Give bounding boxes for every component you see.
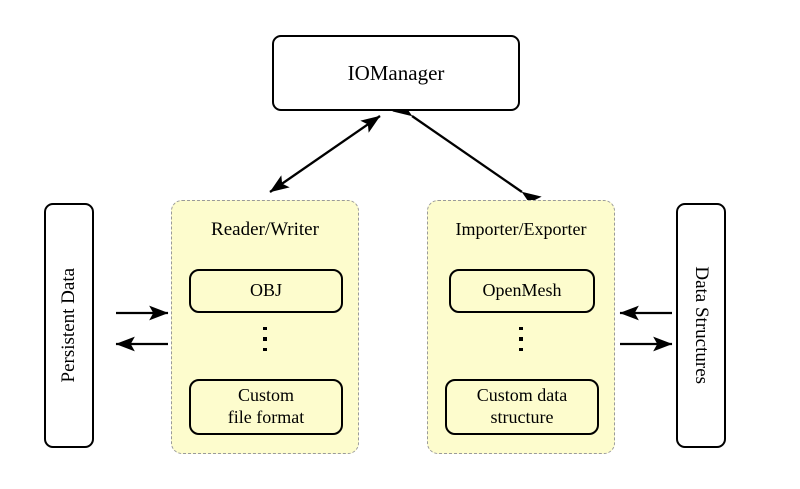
group-reader-writer[interactable]: Reader/Writer OBJ Custom file format	[171, 200, 359, 454]
node-custom-file-format[interactable]: Custom file format	[189, 379, 343, 435]
node-data-structures[interactable]: Data Structures	[676, 203, 726, 448]
node-obj[interactable]: OBJ	[189, 269, 343, 313]
connector-iomanager-importer-exporter	[392, 99, 542, 209]
node-custom-data-structure-line1: Custom data	[476, 385, 568, 406]
node-obj-label: OBJ	[249, 280, 282, 301]
node-openmesh-label: OpenMesh	[482, 280, 562, 301]
node-data-structures-label: Data Structures	[691, 266, 713, 385]
node-custom-data-structure[interactable]: Custom data structure	[445, 379, 599, 435]
node-custom-data-structure-line2: structure	[490, 407, 554, 427]
group-reader-writer-title: Reader/Writer	[211, 219, 319, 240]
group-importer-exporter-title: Importer/Exporter	[455, 219, 587, 239]
node-iomanager-label: IOManager	[347, 60, 445, 85]
node-persistent-data[interactable]: Persistent Data	[44, 203, 94, 448]
ellipsis-importer-exporter	[428, 327, 614, 352]
group-importer-exporter[interactable]: Importer/Exporter OpenMesh Custom data s…	[427, 200, 615, 454]
connector-iomanager-reader-writer	[269, 115, 381, 193]
node-custom-file-format-line1: Custom	[237, 385, 294, 406]
node-iomanager[interactable]: IOManager	[272, 35, 520, 111]
node-persistent-data-label: Persistent Data	[57, 268, 79, 383]
node-custom-file-format-line2: file format	[227, 407, 305, 427]
node-openmesh[interactable]: OpenMesh	[449, 269, 595, 313]
ellipsis-reader-writer	[172, 327, 358, 352]
